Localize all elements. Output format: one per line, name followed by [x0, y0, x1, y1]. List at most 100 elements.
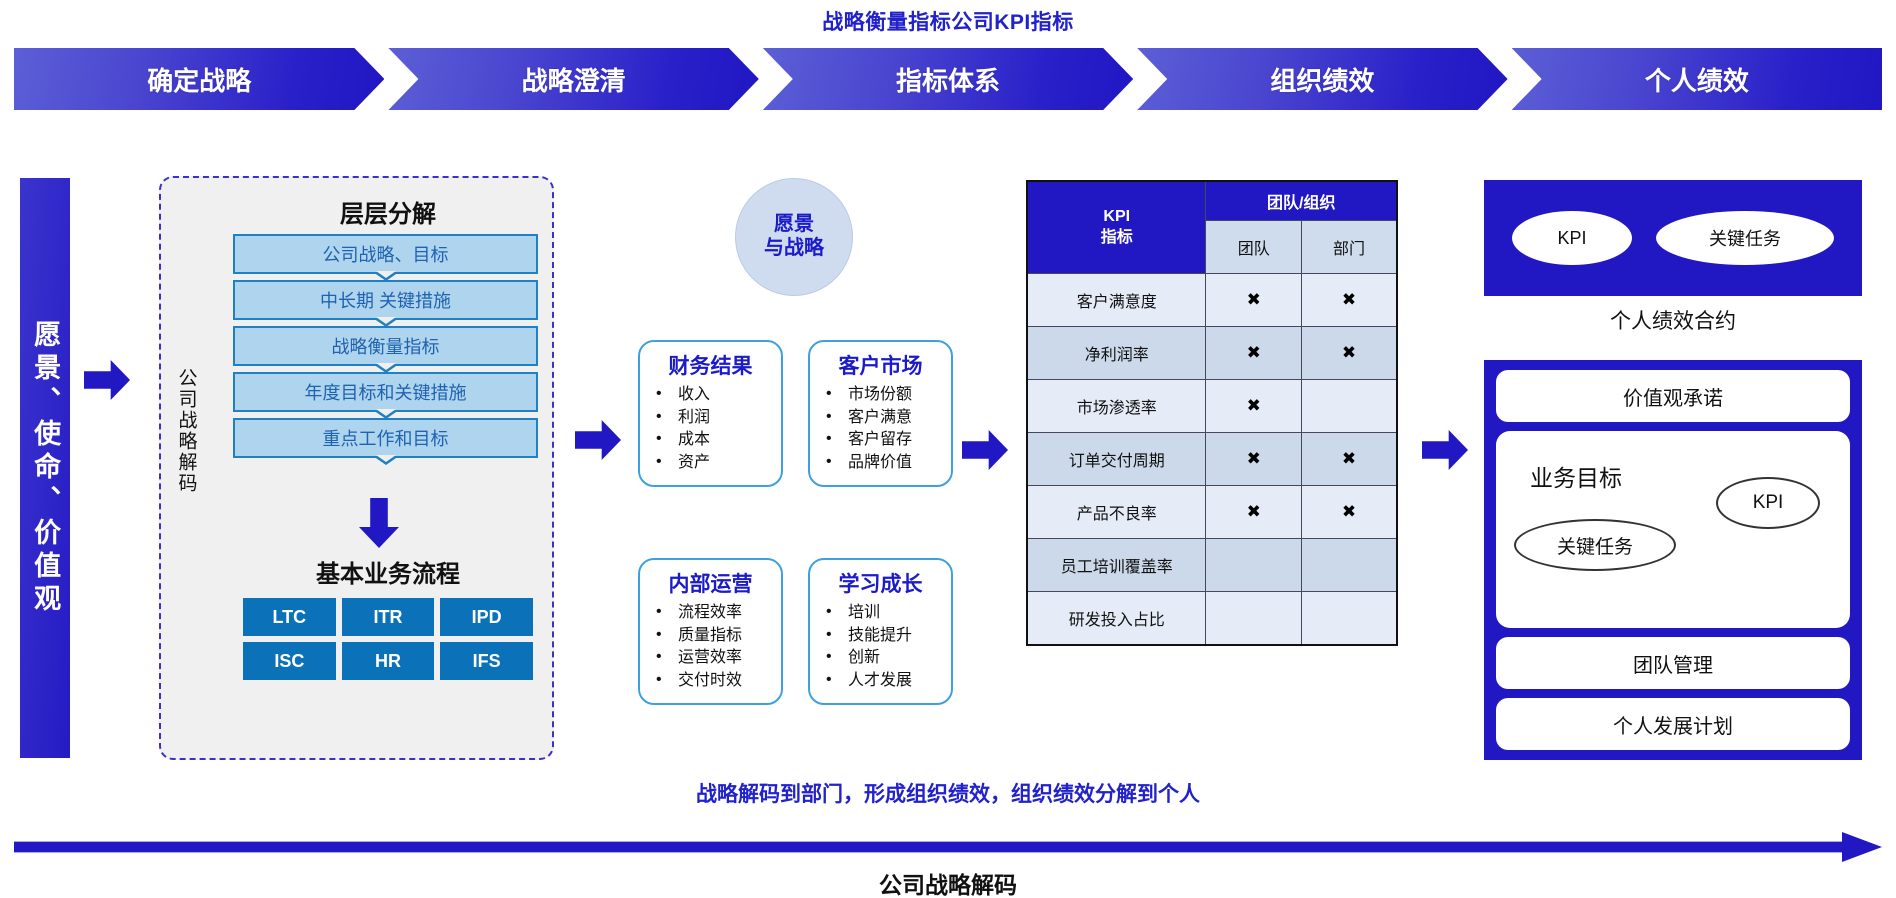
vision-circle-line1: 愿景	[774, 213, 814, 236]
decode-title: 层层分解	[340, 201, 436, 228]
process-tile-ifs[interactable]: IFS	[440, 642, 533, 680]
kpi-mark-team: ✖	[1205, 432, 1302, 486]
banner-step-5[interactable]: 个人绩效	[1511, 48, 1883, 110]
banner-step-3[interactable]: 指标体系	[763, 48, 1133, 110]
banner-step-1[interactable]: 确定战略	[14, 48, 384, 110]
decode-step-5[interactable]: 重点工作和目标	[233, 418, 538, 458]
business-process-tiles: LTC ITR IPD ISC HR IFS	[243, 598, 533, 680]
subheader-dept: 部门	[1300, 220, 1398, 274]
down-arrow-icon	[359, 498, 399, 548]
table-row[interactable]: 市场渗透率 ✖	[1026, 379, 1398, 433]
kpi-row-name: 净利润率	[1026, 326, 1207, 380]
goal-oval-key-task: 关键任务	[1514, 519, 1676, 571]
list-item: 创新	[826, 646, 951, 670]
bsc-card-finance[interactable]: 财务结果 收入 利润 成本 资产	[638, 340, 783, 487]
bsc-card-learning[interactable]: 学习成长 培训 技能提升 创新 人才发展	[808, 558, 953, 705]
kpi-row-name: 客户满意度	[1026, 273, 1207, 327]
decode-step-4[interactable]: 年度目标和关键措施	[233, 372, 538, 412]
vision-bar-label: 愿景、使命、价值观	[30, 319, 61, 617]
goal-oval-kpi: KPI	[1716, 477, 1820, 529]
decode-step-1-label: 公司战略、目标	[322, 245, 449, 265]
decode-step-2-label: 中长期 关键措施	[319, 291, 451, 311]
kpi-mark-team: ✖	[1205, 273, 1302, 327]
bsc-card-customer-items: 市场份额 客户满意 客户留存 品牌价值	[810, 383, 951, 485]
page-title: 战略衡量指标公司KPI指标	[822, 11, 1074, 34]
banner-step-5-label: 个人绩效	[1644, 65, 1749, 96]
bottom-note: 战略解码到部门，形成组织绩效，组织绩效分解到个人	[696, 783, 1200, 806]
business-goal-label: 业务目标	[1530, 465, 1622, 491]
kpi-mark-team: ✖	[1205, 326, 1302, 380]
bottom-arrow-icon	[14, 832, 1882, 862]
bsc-card-internal[interactable]: 内部运营 流程效率 质量指标 运营效率 交付时效	[638, 558, 783, 705]
bsc-card-customer-title: 客户市场	[838, 355, 923, 378]
process-tile-isc[interactable]: ISC	[243, 642, 336, 680]
kpi-mark-dept: ✖	[1300, 273, 1398, 327]
list-item: 利润	[656, 406, 781, 430]
decode-step-5-label: 重点工作和目标	[322, 429, 449, 449]
kpi-mark-dept: ✖	[1300, 485, 1398, 539]
contract-item-values[interactable]: 价值观承诺	[1496, 370, 1850, 422]
business-flow-title: 基本业务流程	[316, 561, 460, 588]
header-team-org: 团队/组织	[1205, 180, 1398, 221]
process-tile-ltc[interactable]: LTC	[243, 598, 336, 636]
kpi-row-name: 市场渗透率	[1026, 379, 1207, 433]
banner-step-4[interactable]: 组织绩效	[1137, 48, 1507, 110]
table-row[interactable]: 客户满意度 ✖ ✖	[1026, 273, 1398, 327]
bsc-card-internal-title: 内部运营	[668, 573, 753, 596]
contract-caption: 个人绩效合约	[1610, 310, 1736, 333]
table-row[interactable]: 员工培训覆盖率	[1026, 538, 1398, 592]
contract-item-idp[interactable]: 个人发展计划	[1496, 698, 1850, 750]
table-row[interactable]: 产品不良率 ✖ ✖	[1026, 485, 1398, 539]
decode-step-3[interactable]: 战略衡量指标	[233, 326, 538, 366]
vision-circle-line2: 与战略	[764, 237, 824, 259]
kpi-table: KPI 指标 团队/组织 团队 部门 客户满意度 ✖ ✖ 净利润率 ✖ ✖ 市场…	[1026, 180, 1398, 646]
table-row[interactable]: 净利润率 ✖ ✖	[1026, 326, 1398, 380]
performance-contract-header: KPI 关键任务	[1484, 180, 1862, 296]
decode-step-2[interactable]: 中长期 关键措施	[233, 280, 538, 320]
bottom-label: 公司战略解码	[879, 872, 1017, 898]
decode-step-1[interactable]: 公司战略、目标	[233, 234, 538, 274]
table-row[interactable]: 订单交付周期 ✖ ✖	[1026, 432, 1398, 486]
contract-item-business-goal[interactable]: 业务目标 KPI 关键任务	[1496, 431, 1850, 628]
list-item: 培训	[826, 601, 951, 625]
bsc-card-customer[interactable]: 客户市场 市场份额 客户满意 客户留存 品牌价值	[808, 340, 953, 487]
banner-step-2[interactable]: 战略澄清	[388, 48, 758, 110]
table-header-row: KPI 指标 团队/组织	[1026, 180, 1398, 274]
list-item: 技能提升	[826, 624, 951, 648]
table-row[interactable]: 研发投入占比	[1026, 591, 1398, 646]
bsc-card-learning-items: 培训 技能提升 创新 人才发展	[810, 601, 951, 703]
kpi-mark-team: ✖	[1205, 485, 1302, 539]
oval-kpi[interactable]: KPI	[1512, 211, 1632, 265]
oval-key-task[interactable]: 关键任务	[1656, 211, 1834, 265]
list-item: 人才发展	[826, 669, 951, 693]
vision-mission-values-bar: 愿景、使命、价值观	[20, 178, 70, 758]
process-tile-ipd[interactable]: IPD	[440, 598, 533, 636]
arrow-decode-to-bsc	[575, 420, 621, 460]
banner-step-1-label: 确定战略	[147, 65, 252, 96]
list-item: 收入	[656, 383, 781, 407]
decode-step-4-label: 年度目标和关键措施	[304, 383, 467, 403]
list-item: 品牌价值	[826, 451, 951, 475]
list-item: 客户满意	[826, 406, 951, 430]
header-kpi-line1: KPI	[1103, 207, 1131, 225]
process-tile-hr[interactable]: HR	[341, 642, 435, 680]
kpi-mark-team	[1205, 591, 1302, 646]
kpi-mark-dept: ✖	[1300, 432, 1398, 486]
performance-contract-body: 价值观承诺 业务目标 KPI 关键任务 团队管理 个人发展计划	[1484, 360, 1862, 760]
process-banner: 确定战略 战略澄清 指标体系 组织绩效 个人绩效	[14, 48, 1883, 110]
header-kpi-line2: 指标	[1100, 228, 1133, 246]
kpi-row-name: 产品不良率	[1026, 485, 1207, 539]
decode-step-3-label: 战略衡量指标	[331, 337, 440, 357]
bsc-card-learning-title: 学习成长	[838, 573, 923, 596]
list-item: 流程效率	[656, 601, 781, 625]
subheader-team: 团队	[1205, 220, 1302, 274]
strategy-decode-panel: 公司战略解码 层层分解 公司战略、目标 中长期 关键措施 战略衡量指标 年度目标…	[159, 176, 554, 760]
bsc-card-finance-items: 收入 利润 成本 资产	[640, 383, 781, 485]
process-tile-itr[interactable]: ITR	[341, 598, 435, 636]
arrow-kpi-to-contract	[1422, 430, 1468, 470]
list-item: 运营效率	[656, 646, 781, 670]
banner-step-3-label: 指标体系	[896, 65, 1001, 96]
contract-item-team-mgmt[interactable]: 团队管理	[1496, 637, 1850, 689]
kpi-mark-dept: ✖	[1300, 326, 1398, 380]
